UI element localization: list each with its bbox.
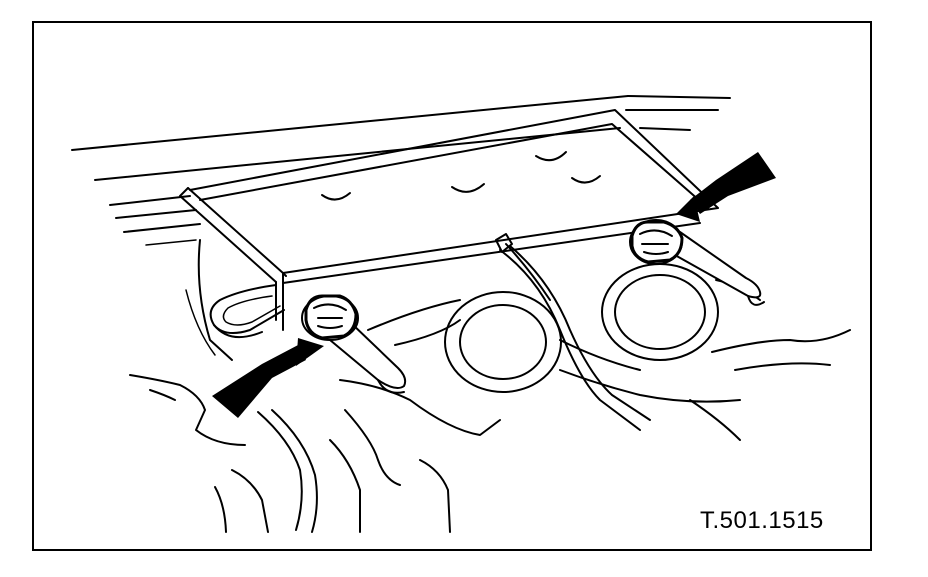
figure-reference-code: T.501.1515	[700, 507, 824, 534]
left-body-contour	[129, 239, 318, 533]
sensor-wire	[495, 233, 551, 301]
mounting-bracket	[209, 284, 285, 339]
left-bolt	[301, 294, 407, 394]
pointer-arrow-right	[676, 152, 776, 222]
figure-frame	[32, 21, 872, 551]
pipe-contours	[329, 245, 851, 533]
heat-shield-plate	[179, 109, 719, 331]
exhaust-rings	[444, 263, 719, 393]
pointer-arrow-left	[212, 338, 324, 418]
right-bolt	[629, 219, 765, 306]
body-rails	[71, 95, 731, 246]
